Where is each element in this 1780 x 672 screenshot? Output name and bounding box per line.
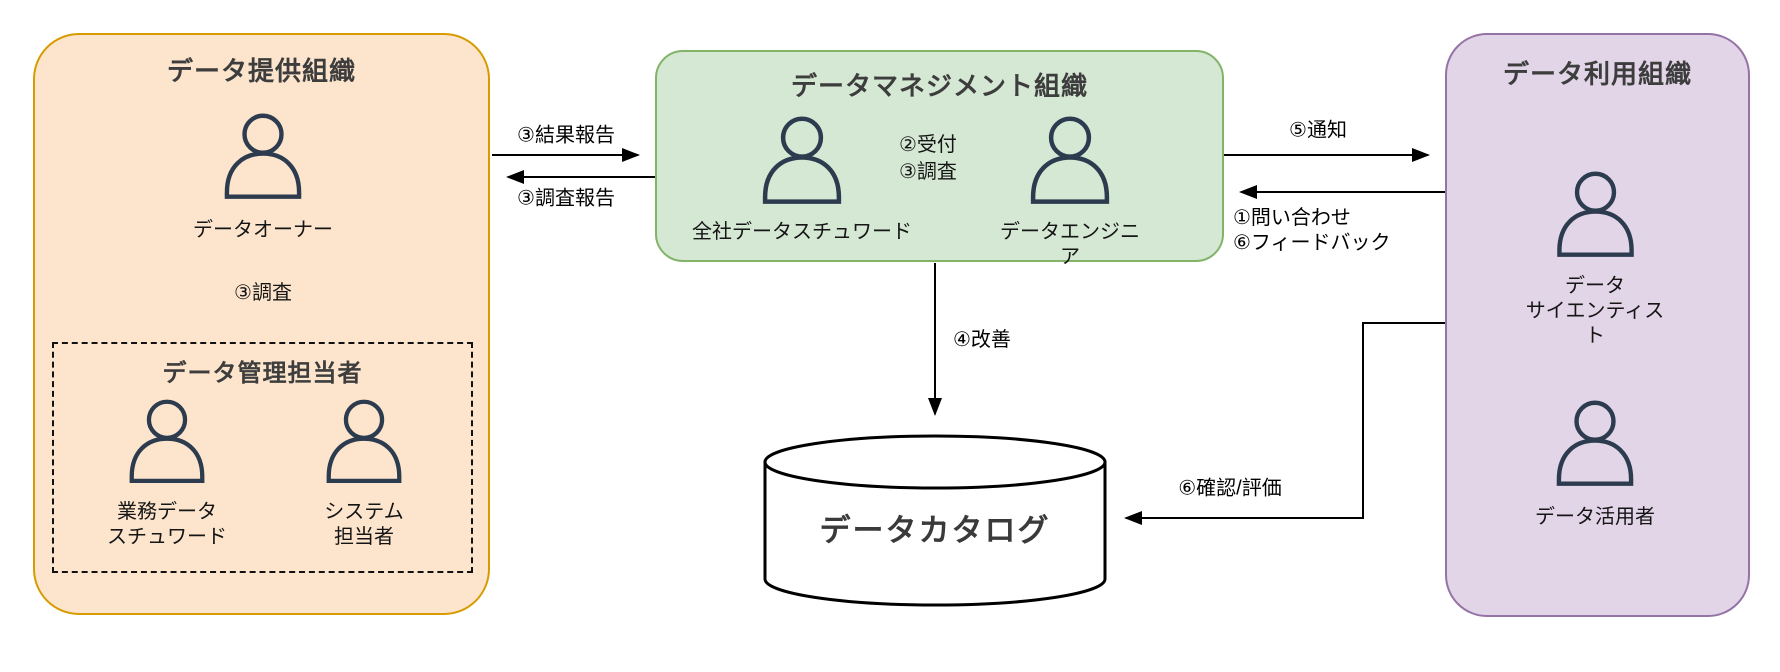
- system-staff-member: システム 担当者: [321, 398, 407, 550]
- provider-org-title: データ提供組織: [166, 56, 356, 86]
- management-org-box: データマネジメント組織 全社データスチュワード ②受付 ③調査 データエンジニア: [655, 50, 1224, 268]
- data-scientist-label: データ サイエンティスト: [1525, 275, 1665, 347]
- data-engineer-member: データエンジニア: [994, 115, 1146, 270]
- data-scientist-member: データ サイエンティスト: [1519, 170, 1672, 349]
- data-engineer-label: データエンジニア: [1000, 221, 1140, 268]
- arrow-confirm-evaluate: [1124, 322, 1445, 525]
- data-user-member: データ活用者: [1535, 399, 1655, 530]
- result-report-label: ③結果報告: [517, 124, 615, 147]
- business-steward-member: 業務データ スチュワード: [107, 398, 227, 550]
- investigation-report-label: ③調査報告: [517, 187, 615, 210]
- consumer-org-title: データ利用組織: [1502, 59, 1692, 89]
- provider-org-box: データ提供組織 データオーナー ③調査 データ管理担当者 業務データ スチュワー…: [33, 33, 490, 615]
- business-steward-label: 業務データ スチュワード: [107, 501, 227, 548]
- person-icon: [762, 116, 842, 204]
- system-staff-label: システム 担当者: [324, 501, 404, 548]
- person-icon: [1556, 171, 1634, 257]
- notification-label: ⑤通知: [1289, 119, 1347, 142]
- person-icon: [1030, 116, 1110, 204]
- data-manager-group-title: データ管理担当者: [162, 360, 363, 387]
- person-icon: [326, 399, 402, 483]
- person-icon: [129, 399, 205, 483]
- data-catalog-cylinder: データカタログ: [762, 433, 1108, 609]
- data-owner-label: データオーナー: [193, 219, 333, 241]
- company-steward-label: 全社データスチュワード: [692, 221, 912, 243]
- provider-investigation-note: ③調査: [234, 282, 292, 304]
- data-user-label: データ活用者: [1535, 506, 1655, 528]
- reception-investigation-note: ②受付 ③調査: [899, 134, 957, 183]
- management-org-title: データマネジメント組織: [790, 71, 1088, 101]
- cylinder-icon: [763, 434, 1107, 607]
- data-catalog-label: データカタログ: [819, 513, 1051, 548]
- person-icon: [1556, 400, 1634, 486]
- confirm-evaluate-label: ⑥確認/評価: [1178, 477, 1282, 500]
- inquiry-feedback-label: ①問い合わせ ⑥フィードバック: [1233, 207, 1391, 254]
- data-manager-group: データ管理担当者 業務データ スチュワード システム 担当者: [52, 342, 473, 573]
- company-steward-member: 全社データスチュワード: [692, 115, 912, 245]
- consumer-org-box: データ利用組織 データ サイエンティスト データ活用者: [1445, 33, 1750, 617]
- improvement-label: ④改善: [953, 329, 1011, 351]
- person-icon: [224, 113, 302, 199]
- data-owner-member: データオーナー: [193, 112, 333, 243]
